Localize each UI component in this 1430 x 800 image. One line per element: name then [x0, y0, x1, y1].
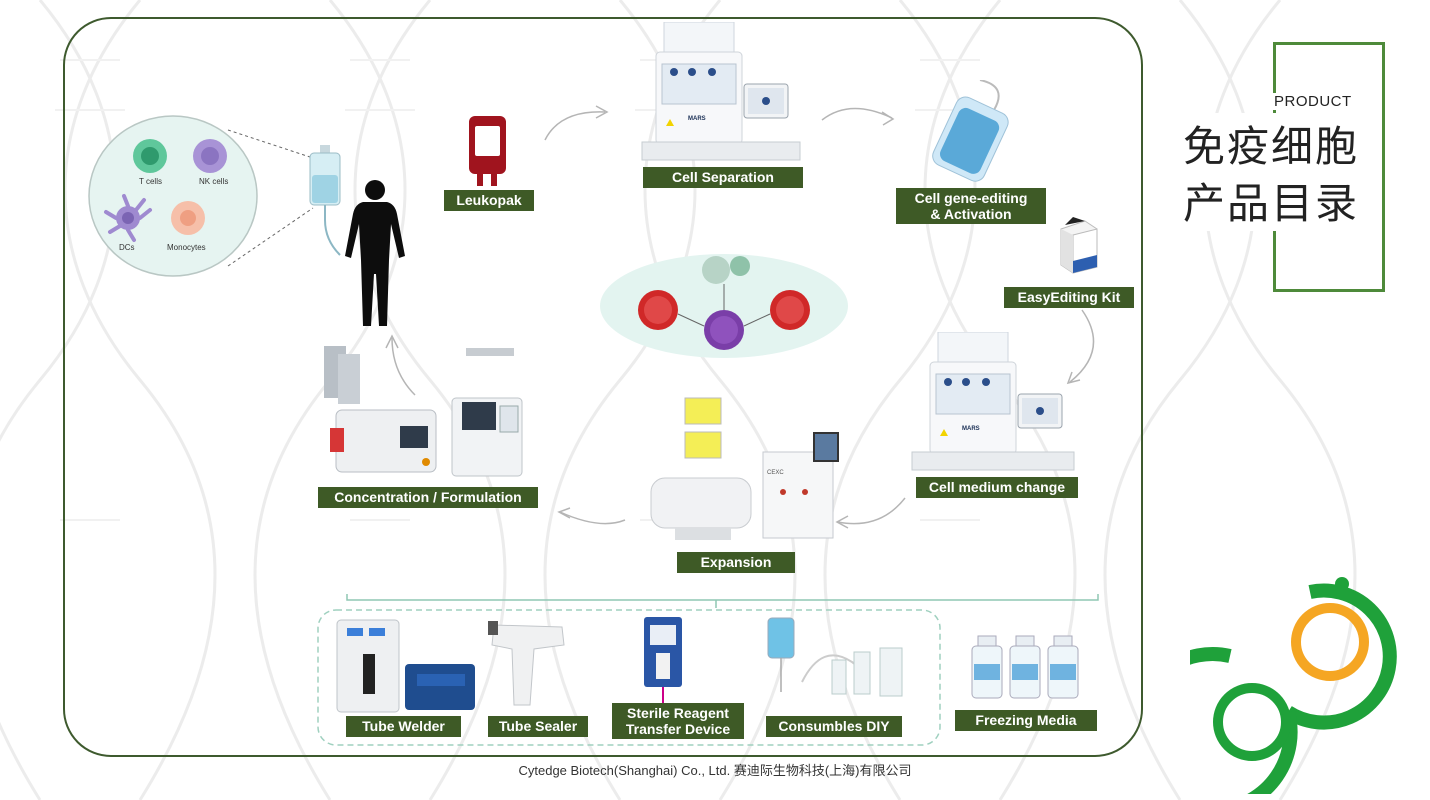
easyediting-kit-box: [1060, 217, 1098, 274]
leukopak-label: Leukopak: [444, 190, 534, 211]
sterile-reagent-device: [644, 617, 682, 703]
cexc-text: CEXC: [767, 470, 784, 476]
dcs-label: DCs: [119, 243, 135, 252]
sterile-reagent-line1: Sterile Reagent: [627, 705, 729, 721]
consumables-diy-set: [767, 617, 903, 697]
concentration-label: Concentration / Formulation: [318, 487, 538, 508]
workflow-frame: [63, 17, 1143, 757]
concentration-devices: [324, 346, 523, 477]
nk-cells-label: NK cells: [199, 177, 229, 186]
consumables-diy-label: Consumbles DIY: [766, 716, 902, 737]
medium-change-label: Cell medium change: [916, 477, 1078, 498]
immune-cells-circle: [88, 115, 314, 277]
company-logo: [1190, 577, 1397, 794]
leukopak-bag-icon: [469, 116, 506, 186]
monocytes-label: Monocytes: [167, 243, 206, 252]
gene-editing-bag-icon: [932, 80, 1009, 182]
freezing-media-bottles: [971, 635, 1079, 699]
expansion-device: CEXC: [650, 397, 839, 540]
sterile-reagent-label: Sterile Reagent Transfer Device: [612, 703, 744, 739]
gene-editing-line2: & Activation: [930, 206, 1012, 222]
catalog-title-line1: 免疫细胞: [1183, 113, 1364, 174]
tube-welder-device: [336, 619, 475, 713]
mars-text-top: MARS: [688, 116, 706, 122]
tube-welder-label: Tube Welder: [346, 716, 461, 737]
catalog-title-line2: 产品目录: [1183, 170, 1364, 231]
mars-separation-device: MARS: [641, 22, 801, 161]
t-cells-label: T cells: [139, 177, 162, 186]
company-footer: Cytedge Biotech(Shanghai) Co., Ltd. 赛迪际生…: [518, 763, 912, 778]
human-silhouette: [345, 180, 405, 326]
cell-separation-label: Cell Separation: [643, 167, 803, 188]
easyediting-kit-label: EasyEditing Kit: [1004, 287, 1134, 308]
gene-editing-line1: Cell gene-editing: [914, 190, 1028, 206]
expansion-label: Expansion: [677, 552, 795, 573]
freezing-media-label: Freezing Media: [955, 710, 1097, 731]
gene-editing-label: Cell gene-editing & Activation: [896, 188, 1046, 224]
tube-sealer-label: Tube Sealer: [488, 716, 588, 737]
tube-sealer-device: [488, 621, 565, 706]
catalog-english-title: PRODUCT: [1272, 93, 1354, 110]
mars-medium-change-device: MARS: [911, 332, 1075, 471]
car-t-mechanism-diagram: [600, 254, 848, 358]
sterile-reagent-line2: Transfer Device: [625, 721, 731, 737]
iv-bag-icon: [309, 145, 341, 256]
mars-text-bottom: MARS: [962, 426, 980, 432]
